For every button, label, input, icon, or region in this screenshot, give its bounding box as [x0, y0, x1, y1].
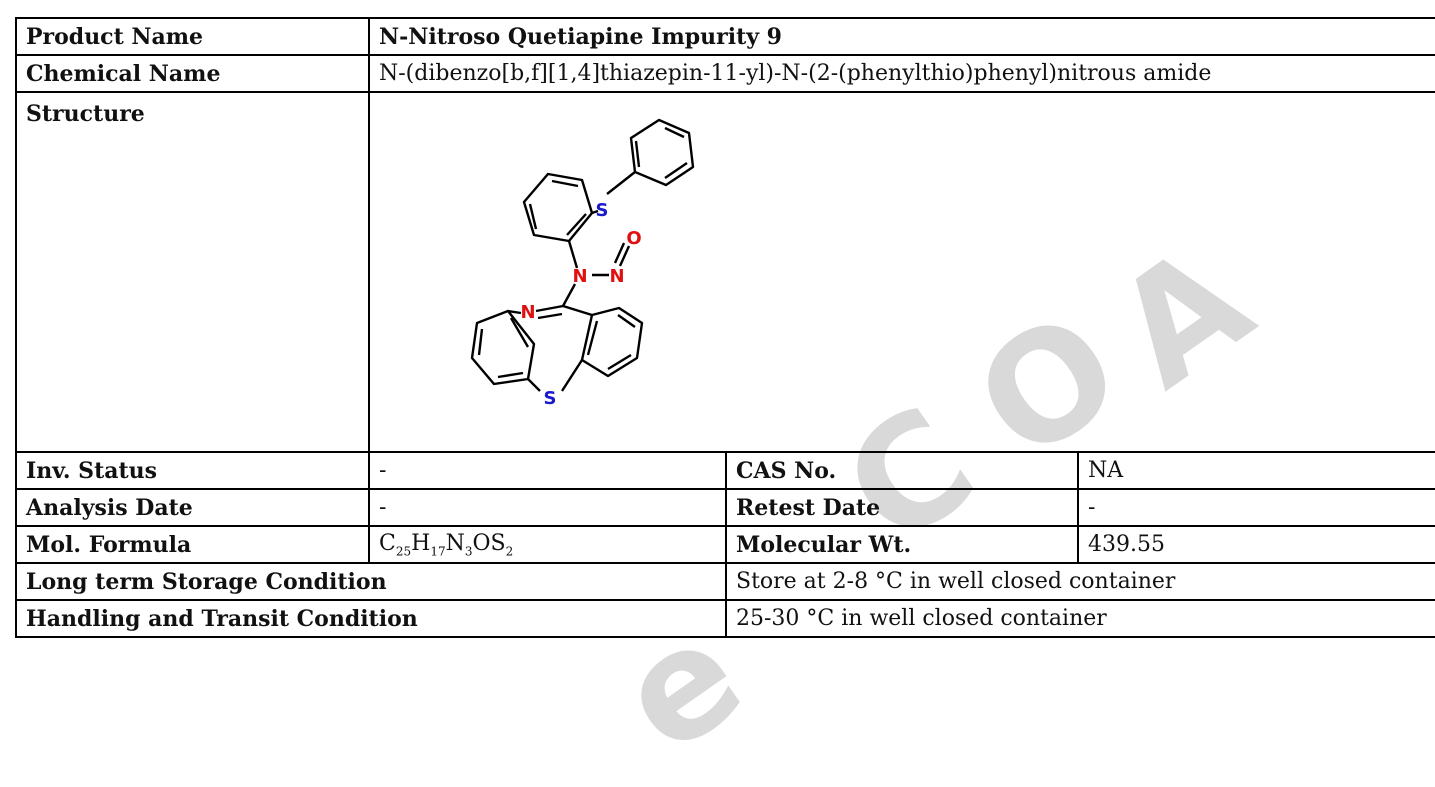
row-mol-formula: Mol. Formula C25H17N3OS2 Molecular Wt. 4…	[15, 525, 1435, 564]
benzo-ring-left	[470, 309, 536, 386]
formula-element: C	[379, 530, 396, 556]
product-name-value: N-Nitroso Quetiapine Impurity 9	[367, 17, 1435, 56]
formula-element: N	[445, 530, 465, 556]
atom-n-ring: N	[520, 302, 535, 323]
row-chemical-name: Chemical Name N-(dibenzo[b,f][1,4]thiaze…	[15, 54, 1435, 93]
row-analysis-date: Analysis Date - Retest Date -	[15, 488, 1435, 527]
mol-formula-label: Mol. Formula	[15, 525, 370, 564]
row-long-term-storage: Long term Storage Condition Store at 2-8…	[15, 562, 1435, 601]
structure-label: Structure	[15, 91, 370, 453]
atom-s-ring: S	[544, 388, 557, 409]
atom-n-nitroso: N	[609, 266, 624, 287]
atom-n-amine: N	[572, 266, 587, 287]
row-handling-transit: Handling and Transit Condition 25-30 °C …	[15, 599, 1435, 638]
cas-no-label: CAS No.	[725, 451, 1079, 490]
inv-status-label: Inv. Status	[15, 451, 370, 490]
product-name-label: Product Name	[15, 17, 370, 56]
retest-date-label: Retest Date	[725, 488, 1079, 527]
molecular-wt-value: 439.55	[1076, 525, 1435, 564]
chemical-name-value: N-(dibenzo[b,f][1,4]thiazepin-11-yl)-N-(…	[367, 54, 1435, 93]
long-term-storage-value: Store at 2-8 °C in well closed container	[724, 562, 1435, 601]
formula-subscript: 2	[505, 544, 514, 559]
analysis-date-value: -	[368, 488, 727, 527]
retest-date-value: -	[1076, 488, 1435, 527]
inv-status-value: -	[368, 451, 727, 490]
formula-element: H	[411, 530, 431, 556]
chemical-name-label: Chemical Name	[15, 54, 370, 93]
atom-s-top: S	[596, 200, 609, 221]
phenyl-ring-top	[629, 118, 695, 187]
formula-element: OS	[472, 530, 506, 556]
atom-o: O	[626, 228, 641, 249]
mol-formula-value: C25H17N3OS2	[368, 525, 727, 564]
analysis-date-label: Analysis Date	[15, 488, 370, 527]
row-structure: Structure	[15, 91, 1435, 453]
phenyl-ring-middle	[522, 172, 594, 243]
long-term-storage-label: Long term Storage Condition	[15, 562, 727, 601]
row-inv-status: Inv. Status - CAS No. NA	[15, 451, 1435, 490]
handling-transit-value: 25-30 °C in well closed container	[724, 599, 1435, 638]
coa-table: Product Name N-Nitroso Quetiapine Impuri…	[15, 17, 1435, 638]
row-product-name: Product Name N-Nitroso Quetiapine Impuri…	[15, 17, 1435, 56]
structure-cell: S N N O N S	[367, 91, 1435, 453]
formula-subscript: 3	[464, 544, 473, 559]
formula-subscript: 25	[395, 544, 412, 559]
molecular-wt-label: Molecular Wt.	[725, 525, 1079, 564]
chemical-structure-image: S N N O N S	[470, 118, 695, 409]
cas-no-value: NA	[1076, 451, 1435, 490]
handling-transit-label: Handling and Transit Condition	[15, 599, 727, 638]
formula-subscript: 17	[430, 544, 446, 559]
